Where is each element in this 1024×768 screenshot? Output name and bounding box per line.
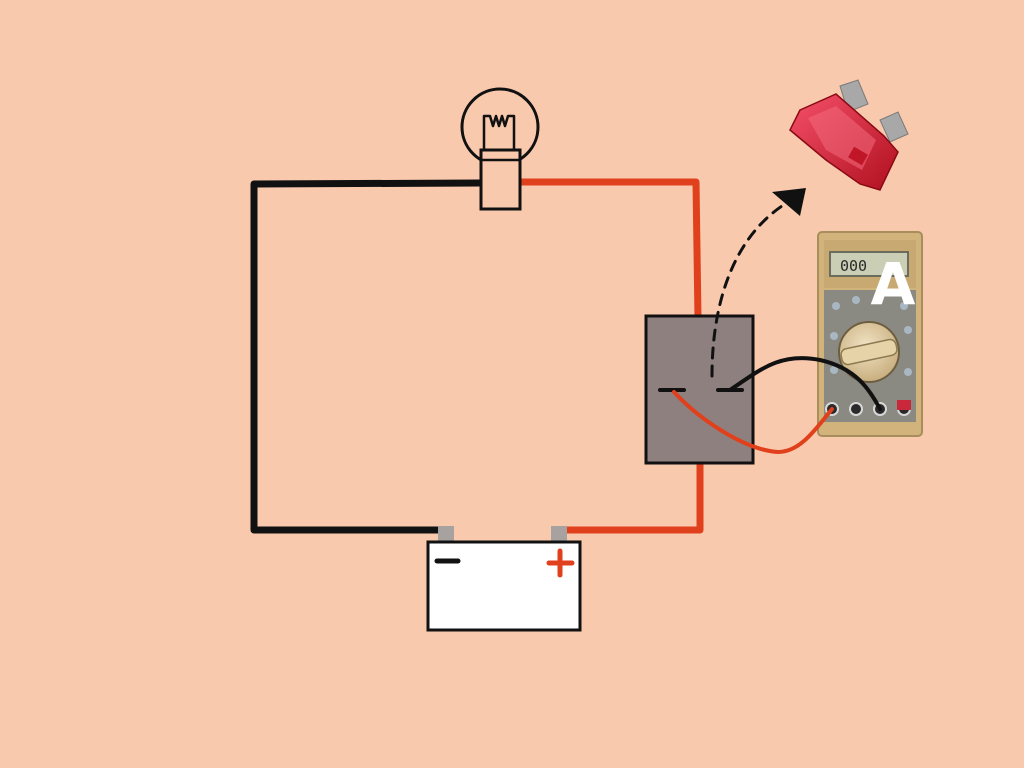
multimeter-display: 000 [840,257,867,275]
battery-negative-terminal [438,526,454,542]
multimeter-label: A [871,250,916,318]
multimeter-red-lead [672,390,834,455]
dashed-arrow-icon [710,188,806,378]
multimeter-icon: 000 A [817,231,923,437]
light-bulb-icon [460,87,540,211]
blade-fuse-icon [789,79,909,191]
positive-wire-top [516,178,702,322]
positive-wire-bottom [556,458,704,534]
multimeter-black-lead [728,356,882,411]
battery-icon [426,526,582,632]
multimeter-jack [849,402,863,416]
negative-wire [250,179,484,534]
battery-positive-terminal [551,526,567,542]
